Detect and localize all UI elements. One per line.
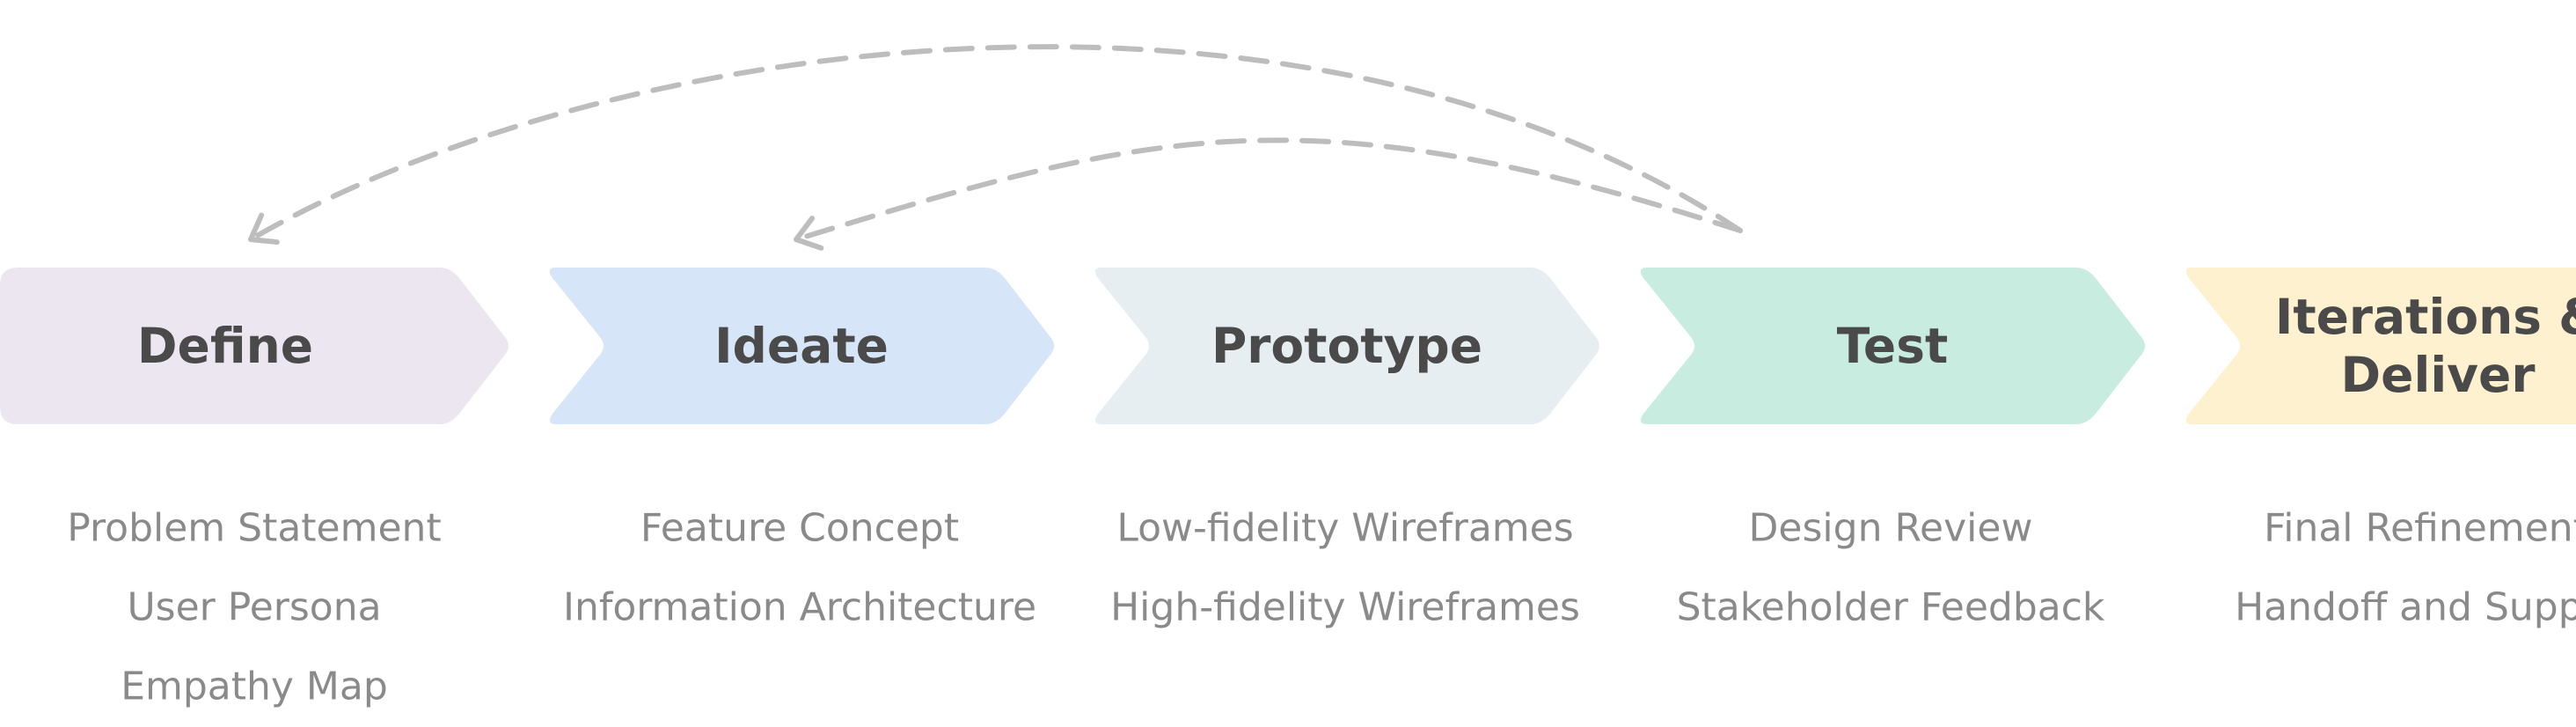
list-item: Feature Concept <box>640 506 959 551</box>
feedback-loop-test-to-ideate <box>794 137 1743 251</box>
list-item: Problem Statement <box>67 506 441 551</box>
list-item: Empathy Map <box>121 665 388 709</box>
stage-label-prototype: Prototype <box>1211 318 1482 374</box>
list-item: Design Review <box>1749 506 2033 551</box>
arrow-head-icon <box>248 212 280 246</box>
stage-label-test: Test <box>1837 318 1949 374</box>
list-item: Low-fidelity Wireframes <box>1116 506 1573 551</box>
list-item: High-fidelity Wireframes <box>1110 585 1580 630</box>
dashed-arrow <box>794 137 1743 242</box>
list-item: Handoff and Support <box>2235 585 2576 630</box>
stage-define: Define <box>0 268 509 424</box>
list-item: Information Architecture <box>563 585 1036 630</box>
chevron-iterations-deliver <box>2185 268 2576 424</box>
stage-prototype: Prototype <box>1094 268 1599 424</box>
stage-test: Test <box>1640 268 2145 424</box>
list-item: User Persona <box>127 585 381 630</box>
stage-ideate: Ideate <box>549 268 1054 424</box>
chevron-ideate <box>549 268 1054 424</box>
chevron-define <box>0 268 509 424</box>
stage-label-ideate: Ideate <box>714 318 889 374</box>
list-item: Final Refinements <box>2264 506 2576 551</box>
stage-iterations-deliver: Iterations &Deliver <box>2185 268 2576 424</box>
stage-chevrons: Define Ideate Prototype Test Iterations &Del… <box>0 268 2576 424</box>
feedback-loops <box>248 44 1743 251</box>
dashed-arrow <box>248 44 1743 242</box>
list-item: Stakeholder Feedback <box>1677 585 2105 630</box>
feedback-loop-test-to-define <box>248 44 1743 246</box>
chevron-test <box>1640 268 2145 424</box>
stage-label-iterations-deliver-line-1: Deliver <box>2341 347 2536 403</box>
arrow-head-icon <box>794 216 824 251</box>
stage-label-define: Define <box>137 318 313 374</box>
chevron-prototype <box>1094 268 1599 424</box>
stage-label-iterations-deliver-line-0: Iterations & <box>2275 289 2576 345</box>
